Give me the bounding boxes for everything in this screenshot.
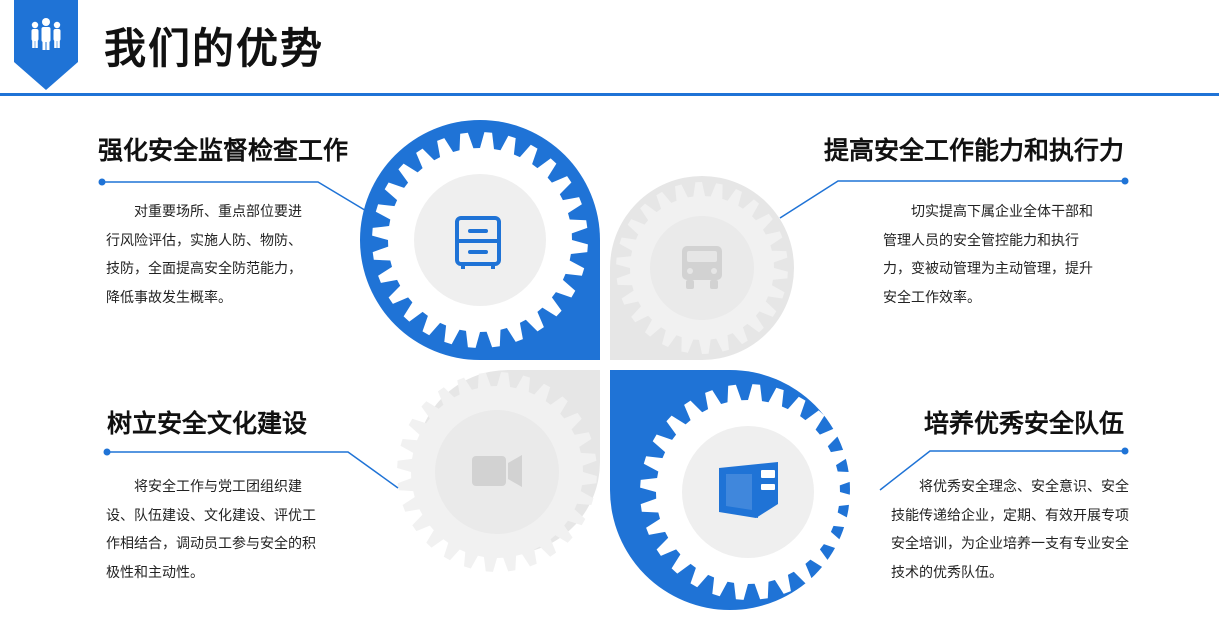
advantage-title-4: 培养优秀安全队伍: [923, 409, 1124, 438]
advantage-text-3: 将安全工作与党工团组织建设、队伍建设、文化建设、评优工作相结合，调动员工参与安全…: [106, 479, 316, 581]
connector-dot-bottom-left: [103, 448, 111, 456]
page-title: 我们的优势: [104, 24, 325, 73]
advantage-text-2: 切实提高下属企业全体干部和管理人员的安全管控能力和执行力，变被动管理为主动管理，…: [883, 204, 1093, 306]
advantage-text-1: 对重要场所、重点部位要进行风险评估，实施人防、物防、技防，全面提高安全防范能力，…: [106, 204, 302, 306]
header-badge: [14, 0, 78, 90]
connector-top-left: [102, 181, 379, 219]
advantage-text-4: 将优秀安全理念、安全意识、安全技能传递给企业，定期、有效开展专项安全培训，为企业…: [891, 479, 1129, 581]
wallet-icon: [719, 462, 778, 518]
advantage-title-2: 提高安全工作能力和执行力: [823, 136, 1124, 165]
header-divider: [0, 93, 1219, 96]
connector-bottom-right: [879, 450, 1125, 491]
file-cabinet-icon: [455, 216, 501, 269]
connector-dot-top-right: [1121, 177, 1129, 185]
team-people-icon: [31, 18, 61, 50]
connector-bottom-left: [107, 451, 399, 489]
truck-icon: [682, 246, 722, 289]
advantage-title-3: 树立安全文化建设: [107, 409, 308, 438]
connector-dot-bottom-right: [1121, 447, 1129, 455]
video-camera-icon: [472, 455, 522, 487]
connector-top-right: [779, 180, 1125, 219]
advantage-title-1: 强化安全监督检查工作: [98, 136, 349, 165]
connector-dot-top-left: [98, 178, 106, 186]
